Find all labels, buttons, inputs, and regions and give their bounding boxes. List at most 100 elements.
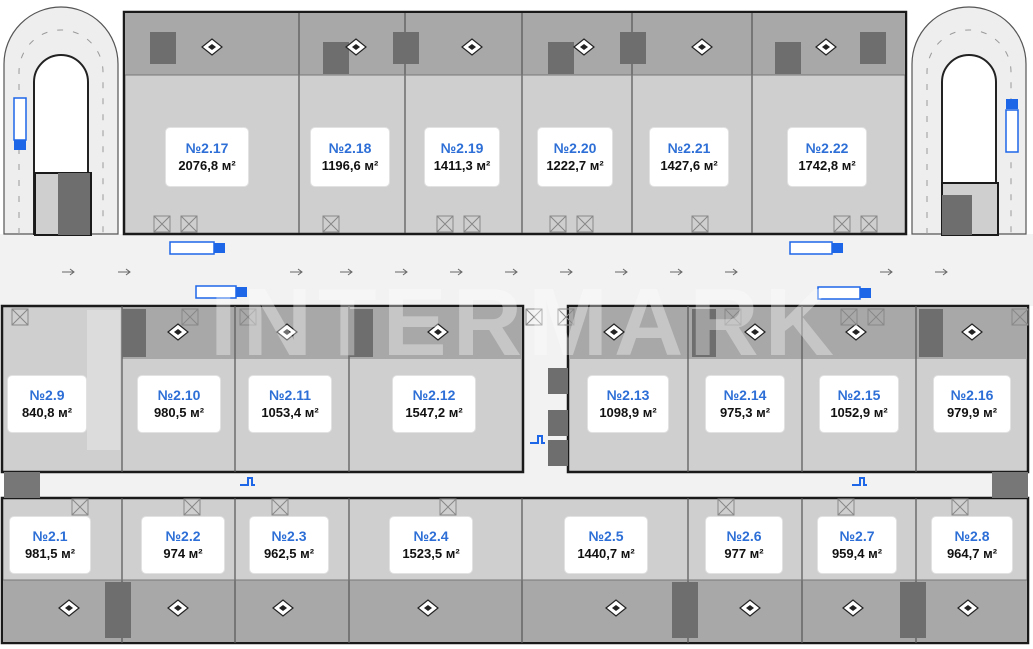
loading-dock-icon-7-mark <box>283 329 291 335</box>
gate-icon-11-box <box>181 308 199 326</box>
stair-hall-2-9 <box>87 310 120 450</box>
direction-arrow-icon-11 <box>880 268 893 276</box>
loading-dock-icon-9 <box>603 323 625 341</box>
gate-icon-0-x <box>153 215 171 233</box>
stairs-top-5 <box>775 42 801 74</box>
direction-arrow-icon-2 <box>290 268 303 276</box>
truck-icon-1-body <box>195 285 237 299</box>
gate-icon-15-x <box>724 308 742 326</box>
loading-dock-icon-20-mark <box>65 605 73 611</box>
unit-number: №2.15 <box>837 387 881 403</box>
gate-icon-12-box <box>239 308 257 326</box>
unit-number: №2.8 <box>954 528 990 544</box>
gate-icon-25-box <box>951 498 969 516</box>
loading-dock-icon-20 <box>58 599 80 617</box>
gate-icon-21-x <box>271 498 289 516</box>
gate-icon-21 <box>271 498 289 516</box>
loading-dock-icon-6-mark <box>174 329 182 335</box>
unit-number: №2.7 <box>839 528 875 544</box>
gate-icon-13 <box>525 308 543 326</box>
gate-icon-15 <box>724 308 742 326</box>
unit-number: №2.14 <box>723 387 767 403</box>
gate-icon-7-x <box>691 215 709 233</box>
forklift-icon-2 <box>852 477 867 486</box>
direction-arrow-icon-12 <box>935 268 948 276</box>
gate-icon-24 <box>837 498 855 516</box>
gate-icon-13-x <box>525 308 543 326</box>
loading-dock-icon-14-mark <box>174 605 182 611</box>
loading-dock-icon-10-mark <box>751 329 759 335</box>
stairs-mid-2 <box>692 309 716 357</box>
stairs-bot-1 <box>672 582 698 638</box>
loading-dock-icon-7 <box>276 323 298 341</box>
truck-icon-ramp-left-body <box>13 97 27 141</box>
loading-dock-icon-17 <box>739 599 761 617</box>
gate-icon-24-box <box>837 498 855 516</box>
loading-dock-icon-15-mark <box>424 605 432 611</box>
forklift-icon-0 <box>240 477 255 486</box>
unit-number: №2.19 <box>440 140 484 156</box>
direction-arrow-icon-6 <box>505 268 518 276</box>
loading-dock-icon-19 <box>957 599 979 617</box>
gate-icon-12 <box>239 308 257 326</box>
unit-area: 981,5 м² <box>24 546 76 561</box>
gate-icon-10-x <box>11 308 29 326</box>
gate-icon-16-box <box>840 308 858 326</box>
ramp-right-lane <box>926 29 1012 234</box>
road-lower <box>40 472 995 498</box>
gate-icon-4-box <box>463 215 481 233</box>
gate-icon-18-box <box>1011 308 1029 326</box>
truck-icon-0 <box>169 241 225 255</box>
loading-dock-icon-15 <box>417 599 439 617</box>
gate-icon-14 <box>557 308 575 326</box>
unit-area: 962,5 м² <box>263 546 315 561</box>
stairs-bot-2 <box>900 582 926 638</box>
gate-icon-9-box <box>860 215 878 233</box>
truck-icon-1-cab <box>236 287 247 297</box>
gate-icon-6-x <box>576 215 594 233</box>
gate-icon-6 <box>576 215 594 233</box>
unit-area: 1440,7 м² <box>577 546 635 561</box>
direction-arrow-icon-10 <box>725 268 738 276</box>
gate-icon-10-box <box>11 308 29 326</box>
unit-label-2-19[interactable]: №2.19 1411,3 м² <box>425 128 499 186</box>
gate-icon-9-x <box>860 215 878 233</box>
direction-arrow-icon-3 <box>340 268 353 276</box>
unit-number: №2.12 <box>412 387 456 403</box>
gate-icon-19 <box>71 498 89 516</box>
unit-area: 980,5 м² <box>153 405 205 420</box>
gate-icon-7 <box>691 215 709 233</box>
loading-dock-icon-17-mark <box>746 605 754 611</box>
loading-dock-icon-2-mark <box>468 44 476 50</box>
gate-icon-23-x <box>717 498 735 516</box>
gate-icon-2 <box>322 215 340 233</box>
forklift-icon-1 <box>530 435 545 444</box>
unit-area: 1411,3 м² <box>433 158 491 173</box>
stairs-top-0 <box>150 32 176 64</box>
gate-icon-23 <box>717 498 735 516</box>
direction-arrow-icon-9 <box>670 268 683 276</box>
loading-dock-icon-5 <box>815 38 837 56</box>
unit-area: 1523,5 м² <box>402 546 460 561</box>
